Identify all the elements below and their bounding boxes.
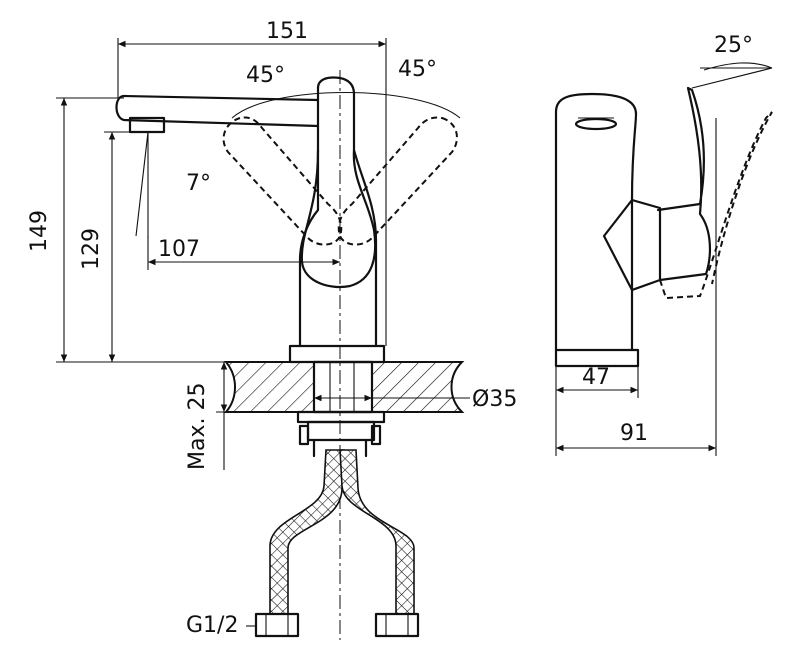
dim-handle-angle: 25° (714, 33, 753, 58)
front-view: 151 45° 45° 7° 107 149 129 Max. 25 Ø35 G… (27, 19, 517, 640)
dim-tilt-angle: 7° (186, 171, 211, 196)
dim-angle-right: 45° (398, 57, 437, 82)
dim-side-depth: 91 (620, 421, 648, 446)
dim-mounting-hole: Ø35 (472, 387, 517, 412)
faucet-body (298, 76, 378, 348)
side-base (554, 348, 640, 368)
dim-spout-height: 129 (79, 228, 104, 270)
deck-section (223, 361, 465, 413)
side-body (554, 92, 638, 352)
side-aerator (574, 117, 618, 131)
lever-front (300, 148, 377, 288)
base-collar (288, 344, 386, 364)
mounting-shank (296, 360, 386, 458)
dim-reach: 107 (158, 237, 200, 262)
side-lever (656, 86, 712, 282)
flexible-hoses (269, 449, 415, 615)
side-lever-hub (602, 198, 662, 292)
rotation-arc (231, 91, 461, 119)
dim-base-diameter: 47 (582, 365, 610, 390)
dim-overall-width: 151 (266, 19, 308, 44)
side-lever-rotated (659, 111, 773, 300)
dim-inlet-thread: G1/2 (186, 613, 238, 638)
lever-rotated-right (337, 116, 458, 246)
dim-angle-left: 45° (246, 63, 285, 88)
hose-nuts (254, 612, 420, 638)
lever-rotated-left (222, 116, 343, 246)
dim-deck-thickness: Max. 25 (185, 383, 210, 470)
side-view: 25° 47 91 (554, 33, 773, 456)
spout (115, 94, 320, 128)
dim-overall-height: 149 (27, 210, 52, 252)
